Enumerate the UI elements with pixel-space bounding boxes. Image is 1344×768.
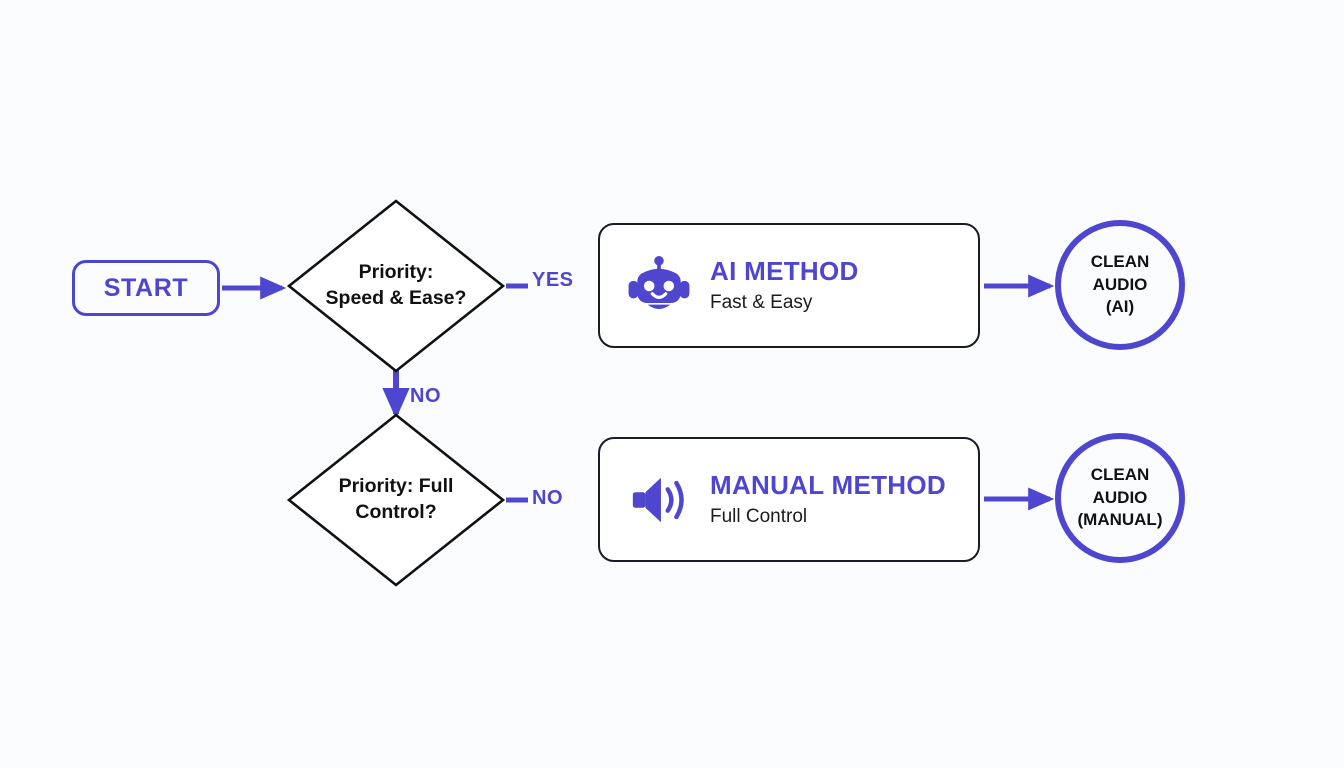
decision-1-line1: Priority: [358,261,434,284]
decision-2-line2: Control? [355,501,437,523]
node-outcome-clean-audio-ai[interactable]: CLEAN AUDIO (AI) [1055,220,1185,350]
edge-label-no-down: NO [410,385,441,407]
outcome-ai-line2: AUDIO [1092,274,1148,294]
node-card-manual-method[interactable]: MANUAL METHOD Full Control [598,437,980,562]
start-label: START [103,273,189,302]
outcome-manual-line2: AUDIO [1092,487,1148,507]
outcome-ai-line3: (AI) [1105,297,1135,317]
robot-icon [622,249,696,323]
diamond-shape [286,413,506,587]
outcome-manual-line3: (MANUAL) [1077,510,1163,530]
outcome-manual-line1: CLEAN [1090,465,1150,485]
decision-2-line1: Priority: Full [338,475,454,498]
node-outcome-clean-audio-manual[interactable]: CLEAN AUDIO (MANUAL) [1055,433,1185,563]
decision-1-text: Priority: Speed & Ease? [304,198,488,374]
node-decision-full-control[interactable]: Priority: Full Control? [286,412,506,588]
decision-1-line2: Speed & Ease? [325,287,467,309]
decision-2-text: Priority: Full Control? [304,412,488,588]
card-manual-title: MANUAL METHOD [710,470,946,501]
speaker-icon [622,463,696,537]
card-ai-subtitle: Fast & Easy [710,292,813,314]
edge-label-yes: YES [532,269,574,291]
card-ai-title: AI METHOD [710,256,859,287]
node-decision-speed-ease[interactable]: Priority: Speed & Ease? [286,198,506,374]
edge-label-no-right: NO [532,487,563,509]
card-ai-text: AI METHOD Fast & Easy [710,256,859,314]
outcome-ai-line1: CLEAN [1090,252,1150,272]
card-manual-subtitle: Full Control [710,506,808,528]
node-start[interactable]: START [72,260,220,316]
node-card-ai-method[interactable]: AI METHOD Fast & Easy [598,223,980,348]
diamond-shape [286,199,506,373]
card-manual-text: MANUAL METHOD Full Control [710,470,946,528]
